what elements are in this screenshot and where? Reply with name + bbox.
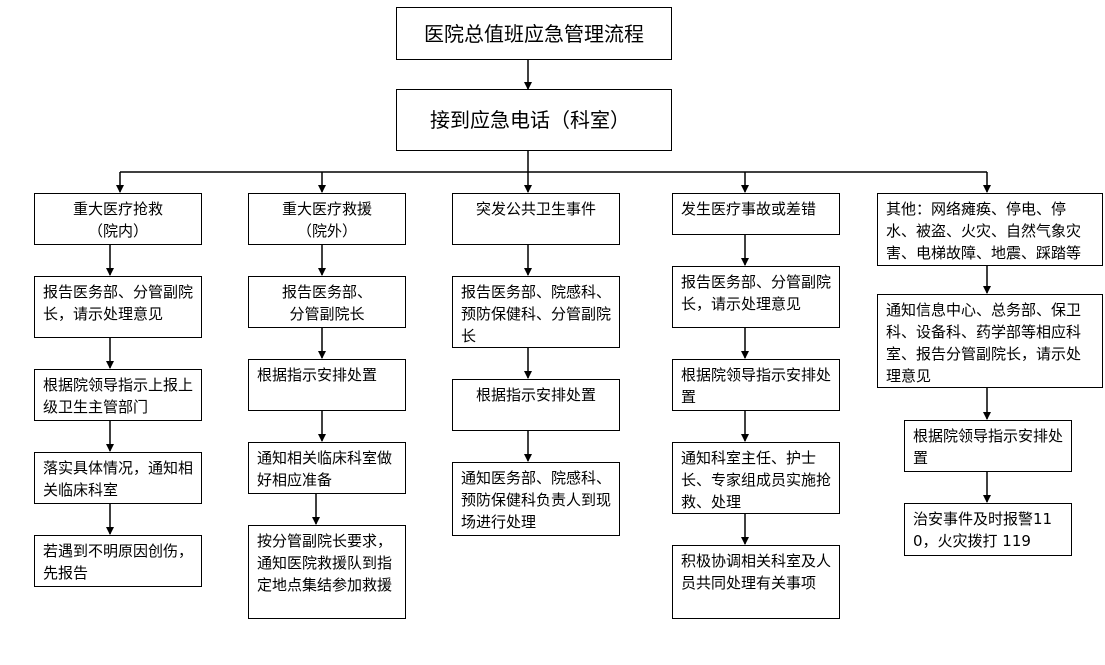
step-col4-expert-rescue: 通知科室主任、护士长、专家组成员实施抢救、处理: [672, 442, 840, 514]
step-col1-escalate: 根据院领导指示上报上级卫生主管部门: [34, 369, 202, 421]
step-col2-assemble: 按分管副院长要求，通知医院救援队到指定地点集结参加救援: [248, 525, 406, 619]
header-public-health-event: 突发公共卫生事件: [452, 193, 620, 245]
step-col2-notify: 通知相关临床科室做好相应准备: [248, 442, 406, 494]
header-other-incidents: 其他：网络瘫痪、停电、停水、被盗、火灾、自然气象灾害、电梯故障、地震、踩踏等: [877, 193, 1103, 266]
step-col5-notify: 通知信息中心、总务部、保卫科、设备科、药学部等相应科室、报告分管副院长，请示处理…: [877, 294, 1103, 388]
step-col4-report: 报告医务部、分管副院长，请示处理意见: [672, 266, 840, 328]
header-major-rescue-inpatient: 重大医疗抢救 （院内）: [34, 193, 202, 245]
step-col5-police-fire: 治安事件及时报警110，火灾拨打 119: [904, 503, 1072, 556]
step-col5-arrange: 根据院领导指示安排处置: [904, 420, 1072, 472]
step-col3-arrange: 根据指示安排处置: [452, 379, 620, 431]
step-col2-arrange: 根据指示安排处置: [248, 359, 406, 411]
header-major-rescue-outpatient: 重大医疗救援 （院外）: [248, 193, 406, 245]
header-medical-accident: 发生医疗事故或差错: [672, 193, 840, 235]
step-col1-unknown-injury: 若遇到不明原因创伤，先报告: [34, 535, 202, 587]
step-col1-notify: 落实具体情况，通知相关临床科室: [34, 452, 202, 504]
step-col4-coordinate: 积极协调相关科室及人员共同处理有关事项: [672, 545, 840, 619]
step-col3-report: 报告医务部、院感科、预防保健科、分管副院长: [452, 276, 620, 348]
page-title: 医院总值班应急管理流程: [396, 7, 672, 60]
step-col3-onsite: 通知医务部、院感科、预防保健科负责人到现场进行处理: [452, 462, 620, 536]
step-col4-arrange: 根据院领导指示安排处置: [672, 359, 840, 411]
step-col1-report: 报告医务部、分管副院长，请示处理意见: [34, 276, 202, 338]
step-col2-report: 报告医务部、 分管副院长: [248, 276, 406, 328]
root-node-emergency-call: 接到应急电话（科室）: [396, 89, 672, 151]
